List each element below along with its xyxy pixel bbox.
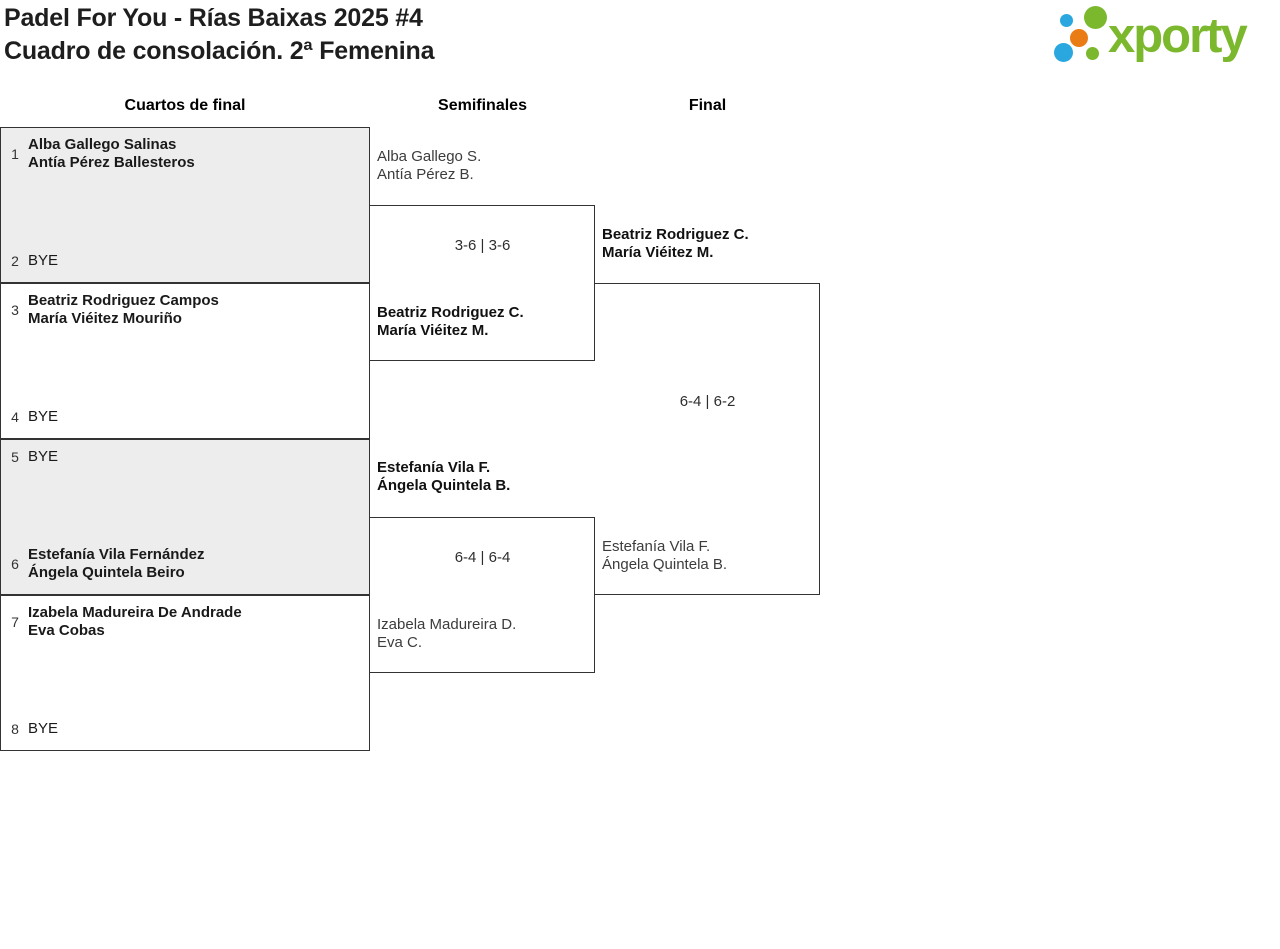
team-name: BYE xyxy=(28,408,59,425)
seed-number: 5 xyxy=(11,449,19,465)
sf2-team-bottom: Izabela Madureira D. Eva C. xyxy=(377,616,517,651)
qf-match-4: 7 Izabela Madureira De Andrade Eva Cobas… xyxy=(0,595,370,751)
sf2-team-top: Estefanía Vila F. Ángela Quintela B. xyxy=(377,459,511,494)
round-header-cuartos: Cuartos de final xyxy=(124,97,246,114)
team-slot-seed-1: 1 Alba Gallego Salinas Antía Pérez Balle… xyxy=(6,136,359,172)
logo-dot-green-small-icon xyxy=(1086,47,1099,60)
final-team-top: Beatriz Rodriguez C. María Viéitez M. xyxy=(602,226,749,261)
sf1-team-top: Alba Gallego S. Antía Pérez B. xyxy=(377,148,482,183)
seed-number: 2 xyxy=(11,253,19,269)
seed-number: 8 xyxy=(11,721,19,737)
team-name: BYE xyxy=(28,252,59,269)
logo-dot-blue-big-icon xyxy=(1054,43,1073,62)
final-connector-box xyxy=(595,283,820,595)
team-name: Izabela Madureira De Andrade Eva Cobas xyxy=(28,604,242,639)
xporty-logo[interactable]: xporty xyxy=(1050,0,1276,76)
seed-number: 7 xyxy=(11,614,19,630)
logo-dot-orange-icon xyxy=(1070,29,1088,47)
team-name: Estefanía Vila Fernández Ángela Quintela… xyxy=(28,546,205,581)
qf-match-2: 3 Beatriz Rodriguez Campos María Viéitez… xyxy=(0,283,370,439)
team-slot-seed-7: 7 Izabela Madureira De Andrade Eva Cobas xyxy=(6,604,359,640)
team-name: BYE xyxy=(28,720,59,737)
logo-dot-green-big-icon xyxy=(1084,6,1107,29)
sf1-connector-box xyxy=(370,205,595,361)
logo-wordmark: xporty xyxy=(1108,9,1248,63)
seed-number: 1 xyxy=(11,146,19,162)
round-header-semifinales: Semifinales xyxy=(438,97,527,114)
sf1-score: 3-6 | 3-6 xyxy=(454,237,511,254)
sf2-connector-box xyxy=(370,517,595,673)
sf2-score: 6-4 | 6-4 xyxy=(454,549,511,566)
team-slot-seed-2: 2 BYE xyxy=(6,252,359,270)
seed-number: 6 xyxy=(11,556,19,572)
qf-match-3: 5 BYE 6 Estefanía Vila Fernández Ángela … xyxy=(0,439,370,595)
qf-match-1: 1 Alba Gallego Salinas Antía Pérez Balle… xyxy=(0,127,370,283)
team-name: Beatriz Rodriguez Campos María Viéitez M… xyxy=(28,292,219,327)
seed-number: 3 xyxy=(11,302,19,318)
team-name: Alba Gallego Salinas Antía Pérez Ballest… xyxy=(28,136,195,171)
logo-dot-blue-small-icon xyxy=(1060,14,1073,27)
team-name: BYE xyxy=(28,448,59,465)
sf1-team-bottom: Beatriz Rodriguez C. María Viéitez M. xyxy=(377,304,524,339)
team-slot-seed-4: 4 BYE xyxy=(6,408,359,426)
team-slot-seed-5: 5 BYE xyxy=(6,448,359,466)
bracket-subtitle: Cuadro de consolación. 2ª Femenina xyxy=(4,37,435,65)
final-score: 6-4 | 6-2 xyxy=(679,393,736,410)
page-title: Padel For You - Rías Baixas 2025 #4 Cuad… xyxy=(4,2,435,68)
final-team-bottom: Estefanía Vila F. Ángela Quintela B. xyxy=(602,538,728,573)
round-header-final: Final xyxy=(688,97,727,114)
tournament-title: Padel For You - Rías Baixas 2025 #4 xyxy=(4,4,423,32)
team-slot-seed-8: 8 BYE xyxy=(6,720,359,738)
team-slot-seed-3: 3 Beatriz Rodriguez Campos María Viéitez… xyxy=(6,292,359,328)
team-slot-seed-6: 6 Estefanía Vila Fernández Ángela Quinte… xyxy=(6,546,359,582)
seed-number: 4 xyxy=(11,409,19,425)
